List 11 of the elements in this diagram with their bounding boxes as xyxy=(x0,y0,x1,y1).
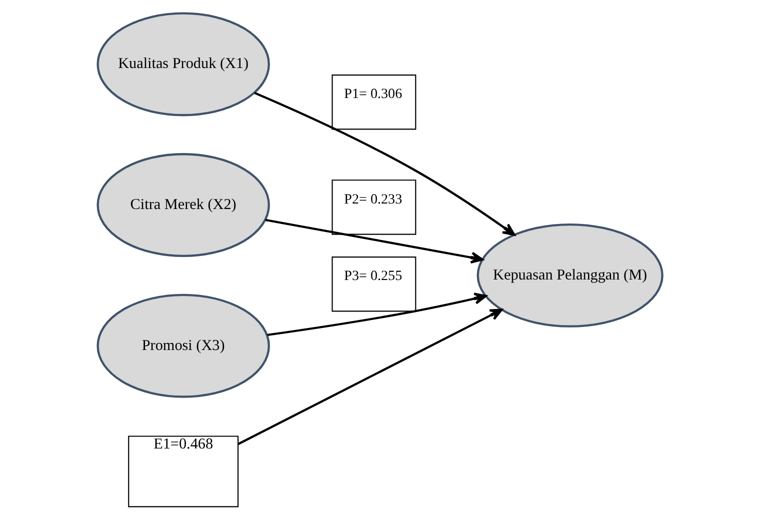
arrow xyxy=(267,292,487,336)
arrow xyxy=(238,308,503,444)
node-ellipse: Citra Merek (X2) xyxy=(96,152,270,257)
edge-label: P3= 0.255 xyxy=(344,268,402,284)
arrow xyxy=(254,91,516,236)
edge-label: P2= 0.233 xyxy=(344,190,402,207)
node-ellipse: Promosi (X3) xyxy=(96,293,270,398)
node-ellipse: Kualitas Produk (X1) xyxy=(96,12,270,116)
arrow xyxy=(265,218,484,263)
edge-label: P1= 0.306 xyxy=(344,86,402,102)
node-box: E1=0.468 xyxy=(128,435,239,507)
